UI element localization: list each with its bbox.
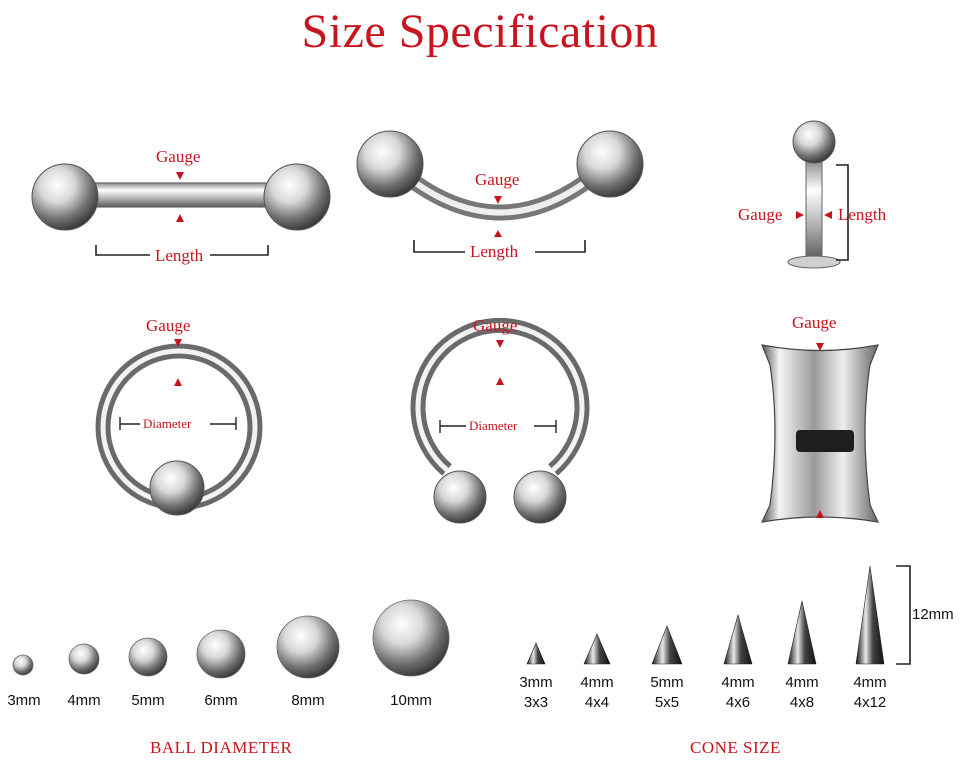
labret-length-label: Length — [838, 205, 887, 224]
barbell-length-label: Length — [155, 246, 204, 265]
page-title: Size Specification — [301, 5, 659, 58]
captive-bead-ring — [95, 339, 263, 516]
ball-size-label: 5mm — [131, 692, 165, 709]
ball-size-label: 10mm — [390, 692, 432, 709]
labret — [787, 120, 849, 269]
labret-gauge-label: Gauge — [738, 205, 783, 224]
barbell-gauge-label: Gauge — [156, 147, 201, 166]
curved-length-label: Length — [470, 242, 519, 261]
cone-top-label: 4mm — [853, 674, 887, 691]
ball-size-label: 4mm — [67, 692, 101, 709]
flesh-tunnel — [760, 343, 880, 523]
curved-gauge-label: Gauge — [475, 170, 520, 189]
cone-top-label: 3mm — [519, 674, 553, 691]
ring-diameter-label: Diameter — [143, 416, 192, 431]
ball-size-label: 3mm — [7, 692, 41, 709]
tunnel-gauge-label: Gauge — [792, 313, 837, 332]
ball-size-label: 6mm — [204, 692, 238, 709]
cone-bottom-label: 3x3 — [523, 694, 549, 711]
cone-bottom-label: 4x8 — [789, 694, 815, 711]
ring-gauge-label: Gauge — [146, 316, 191, 335]
cone-top-label: 4mm — [721, 674, 755, 691]
ball-size-label: 8mm — [291, 692, 325, 709]
ball-size-row — [12, 599, 450, 679]
cone-size-row — [526, 565, 911, 665]
cone-height-label: 12mm — [912, 606, 954, 623]
cone-bottom-label: 4x6 — [725, 694, 751, 711]
cone-top-label: 4mm — [785, 674, 819, 691]
cone-size-caption: CONE SIZE — [690, 738, 781, 757]
curved-barbell — [356, 130, 644, 253]
cone-bottom-label: 4x12 — [853, 694, 887, 711]
cone-bottom-label: 4x4 — [584, 694, 610, 711]
cone-top-label: 4mm — [580, 674, 614, 691]
horseshoe — [410, 317, 590, 524]
horseshoe-gauge-label: Gauge — [473, 316, 518, 335]
cone-top-label: 5mm — [650, 674, 684, 691]
horseshoe-diameter-label: Diameter — [469, 418, 518, 433]
ball-diameter-caption: BALL DIAMETER — [150, 738, 293, 757]
straight-barbell — [31, 163, 331, 256]
cone-bottom-label: 5x5 — [654, 694, 680, 711]
